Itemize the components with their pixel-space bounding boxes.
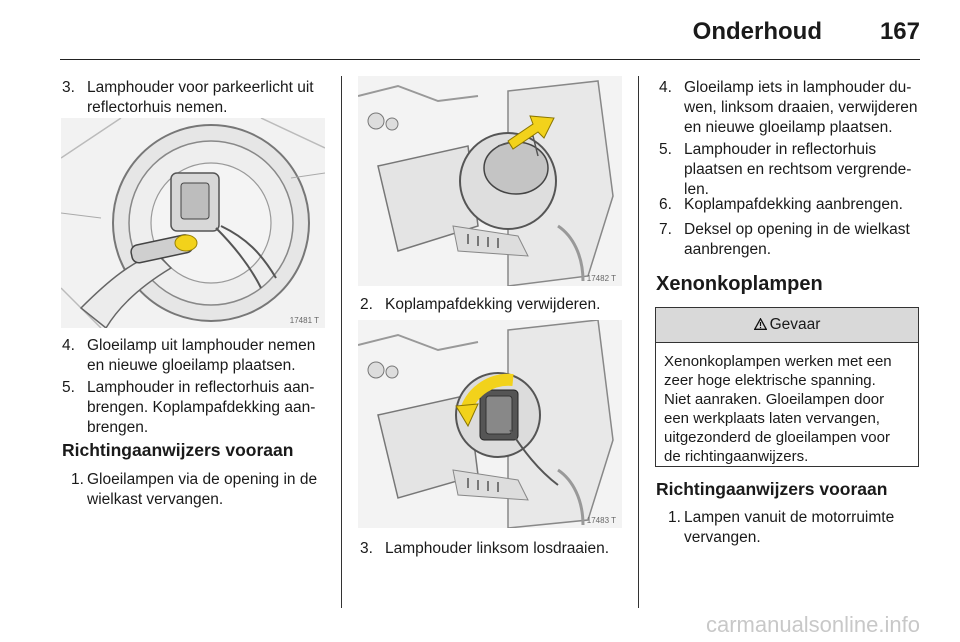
heading-front-indicators-2: Richtingaanwijzers vooraan	[656, 479, 888, 499]
figure-number: 17483 T	[586, 516, 616, 525]
step-text-line: len.	[684, 181, 709, 198]
danger-warning-box: Gevaar Xenonkoplampen werken met een zee…	[655, 307, 919, 467]
step-text-line: Lamphouder in reflectorhuis aan-	[87, 379, 315, 396]
step-text-line: Koplampafdekking aanbrengen.	[684, 196, 903, 213]
step-number: 5.	[62, 379, 75, 396]
heading-front-indicators: Richtingaanwijzers vooraan	[62, 440, 294, 460]
step-text-line: en nieuwe gloeilamp plaatsen.	[684, 119, 893, 136]
warning-line: de richtingaanwijzers.	[664, 448, 809, 465]
step-text-line: en nieuwe gloeilamp plaatsen.	[87, 357, 296, 374]
warning-line: zeer hoge elektrische spanning.	[664, 372, 876, 389]
step-text-line: Gloeilampen via de opening in de	[87, 471, 318, 488]
header-rule	[60, 59, 920, 60]
watermark: carmanualsonline.info	[705, 612, 920, 637]
page-number: 167	[879, 18, 920, 45]
warning-header: Gevaar	[656, 308, 918, 343]
step-2-remove-cover: 2. Koplampafdekking verwijderen.	[360, 295, 630, 315]
heading-xenon: Xenonkoplampen	[656, 273, 823, 295]
step-text-line: Koplampafdekking verwijderen.	[385, 296, 601, 313]
step-text-line: brengen.	[87, 419, 149, 436]
step-text-line: Lamphouder linksom losdraaien.	[385, 540, 610, 557]
step-4-turn-bulb: 4. Gloeilamp iets in lamphouder du- wen,…	[659, 78, 924, 138]
warning-line: een werkplaats laten vervangen,	[664, 410, 880, 427]
warning-title: Gevaar	[769, 316, 821, 333]
step-text-line: reflectorhuis nemen.	[87, 99, 228, 116]
step-text-line: wen, linksom draaien, verwijderen	[684, 99, 918, 116]
step-text-line: Lamphouder in reflectorhuis	[684, 141, 877, 158]
step-number: 3.	[62, 79, 75, 96]
warning-triangle-icon	[753, 309, 767, 330]
step-3-park-light: 3. Lamphouder voor parkeerlicht uit refl…	[62, 78, 332, 118]
warning-line: Xenonkoplampen werken met een	[664, 353, 892, 370]
step-text-line: plaatsen en rechtsom vergrende-	[684, 161, 912, 178]
step-7-wheel-arch-cover: 7. Deksel op opening in de wielkast aanb…	[659, 220, 924, 260]
section-title: Onderhoud	[692, 18, 822, 45]
step-number: 6.	[659, 196, 672, 213]
figure-headlamp-cover: 17482 T	[358, 76, 622, 286]
step-5-mount-holder: 5. Lamphouder in reflectorhuis aan- bren…	[62, 378, 332, 438]
step-1-engine-bay: 1. Lampen vanuit de motorruimte vervange…	[659, 508, 924, 548]
unscrew-holder-illustration	[358, 320, 622, 528]
figure-number: 17482 T	[586, 274, 616, 283]
step-3-unscrew: 3. Lamphouder linksom losdraaien.	[360, 539, 630, 559]
step-number: 1.	[71, 471, 84, 488]
step-number: 1.	[668, 509, 681, 526]
step-text-line: Gloeilamp iets in lamphouder du-	[684, 79, 912, 96]
step-number: 4.	[62, 337, 75, 354]
step-number: 3.	[360, 540, 373, 557]
warning-line: Niet aanraken. Gloeilampen door	[664, 391, 885, 408]
figure-park-light-bulb: 17481 T	[61, 118, 325, 328]
step-number: 2.	[360, 296, 373, 313]
headlamp-cover-illustration	[358, 76, 622, 286]
step-5-lock-holder: 5. Lamphouder in reflectorhuis plaatsen …	[659, 140, 924, 200]
park-light-illustration	[61, 118, 325, 328]
step-text-line: Lampen vanuit de motorruimte	[684, 509, 895, 526]
step-number: 7.	[659, 221, 672, 238]
figure-unscrew-holder: 17483 T	[358, 320, 622, 528]
step-text-line: aanbrengen.	[684, 241, 772, 258]
figure-number: 17481 T	[289, 316, 319, 325]
step-6-mount-cover: 6. Koplampafdekking aanbrengen.	[659, 195, 924, 215]
step-text-line: vervangen.	[684, 529, 761, 546]
step-number: 5.	[659, 141, 672, 158]
step-number: 4.	[659, 79, 672, 96]
warning-body: Xenonkoplampen werken met een zeer hoge …	[656, 343, 918, 475]
step-text-line: brengen. Koplampafdekking aan-	[87, 399, 316, 416]
step-text-line: Lamphouder voor parkeerlicht uit	[87, 79, 314, 96]
column-divider-2	[638, 76, 639, 608]
step-4-replace-bulb: 4. Gloeilamp uit lamphouder nemen en nie…	[62, 336, 332, 376]
step-text-line: Deksel op opening in de wielkast	[684, 221, 910, 238]
column-divider-1	[341, 76, 342, 608]
warning-line: uitgezonderd de gloeilampen voor	[664, 429, 890, 446]
step-text-line: wielkast vervangen.	[87, 491, 224, 508]
step-1-indicators: 1. Gloeilampen via de opening in de wiel…	[62, 470, 332, 510]
step-text-line: Gloeilamp uit lamphouder nemen	[87, 337, 316, 354]
